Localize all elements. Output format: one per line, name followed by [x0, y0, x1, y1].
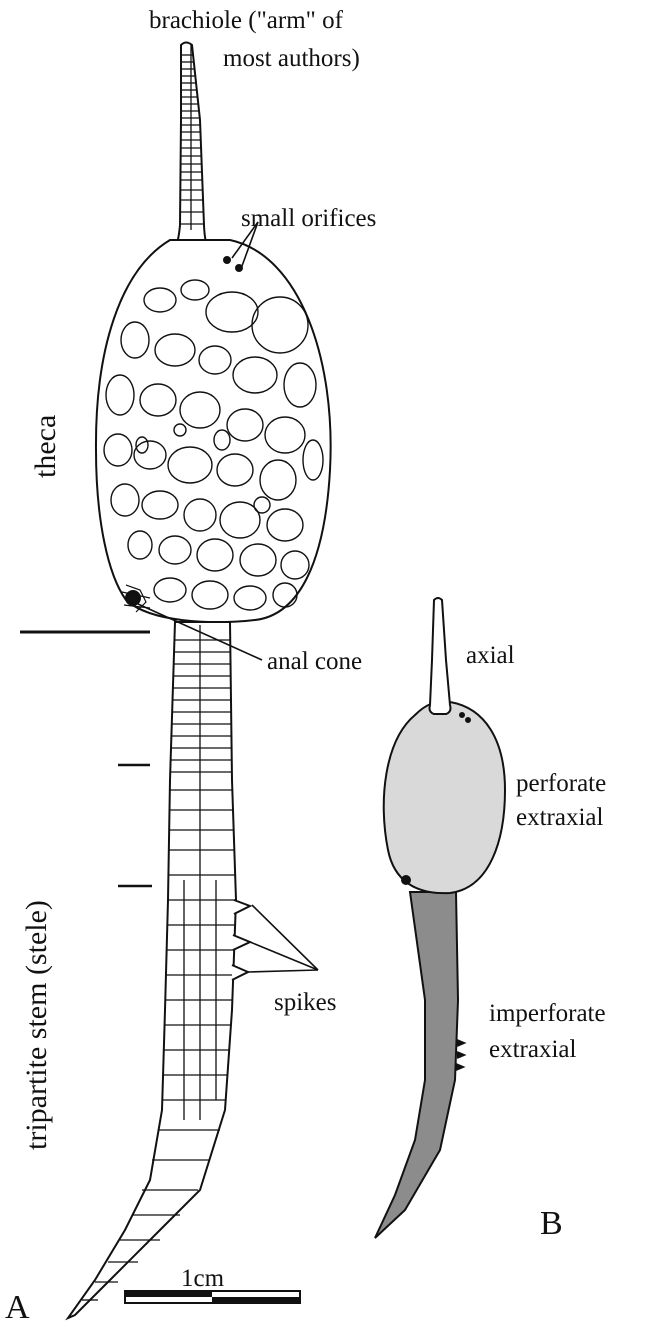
- label-spikes: spikes: [274, 989, 337, 1016]
- spike-b: [457, 1040, 464, 1046]
- label-axial: axial: [466, 642, 515, 669]
- label-anal-cone: anal cone: [267, 648, 362, 675]
- stem-outline: [68, 622, 236, 1318]
- label-perforate-line2: extraxial: [516, 804, 604, 831]
- anal-cone-dot-b: [402, 876, 410, 884]
- orifice-dot-b: [460, 713, 464, 717]
- spike-b: [456, 1064, 463, 1070]
- spike: [233, 935, 250, 950]
- label-scale: 1cm: [181, 1265, 225, 1292]
- label-brachiole-line2: most authors): [223, 45, 360, 72]
- spike: [232, 965, 248, 980]
- label-stem: tripartite stem (stele): [20, 900, 53, 1150]
- label-panel-b: B: [540, 1205, 563, 1242]
- orifice-dot-b: [466, 718, 470, 722]
- label-theca: theca: [29, 415, 62, 478]
- label-imperforate-line1: imperforate: [489, 1000, 606, 1027]
- panel-a-drawing: [68, 43, 331, 1319]
- orifice-dot: [224, 257, 230, 263]
- spike: [234, 900, 250, 914]
- imperforate-stem: [375, 892, 458, 1238]
- orifice-dot: [236, 265, 242, 271]
- scale-bar: [125, 1291, 300, 1303]
- panel-b-drawing: [375, 598, 505, 1238]
- axial-arm: [430, 598, 451, 714]
- label-brachiole-line1: brachiole ("arm" of: [149, 7, 344, 34]
- label-panel-a: A: [5, 1289, 30, 1326]
- label-imperforate-line2: extraxial: [489, 1036, 577, 1063]
- label-perforate-line1: perforate: [516, 770, 606, 797]
- spike-b: [457, 1052, 464, 1058]
- perforate-theca: [384, 702, 505, 894]
- label-small-orifices: small orifices: [241, 205, 376, 232]
